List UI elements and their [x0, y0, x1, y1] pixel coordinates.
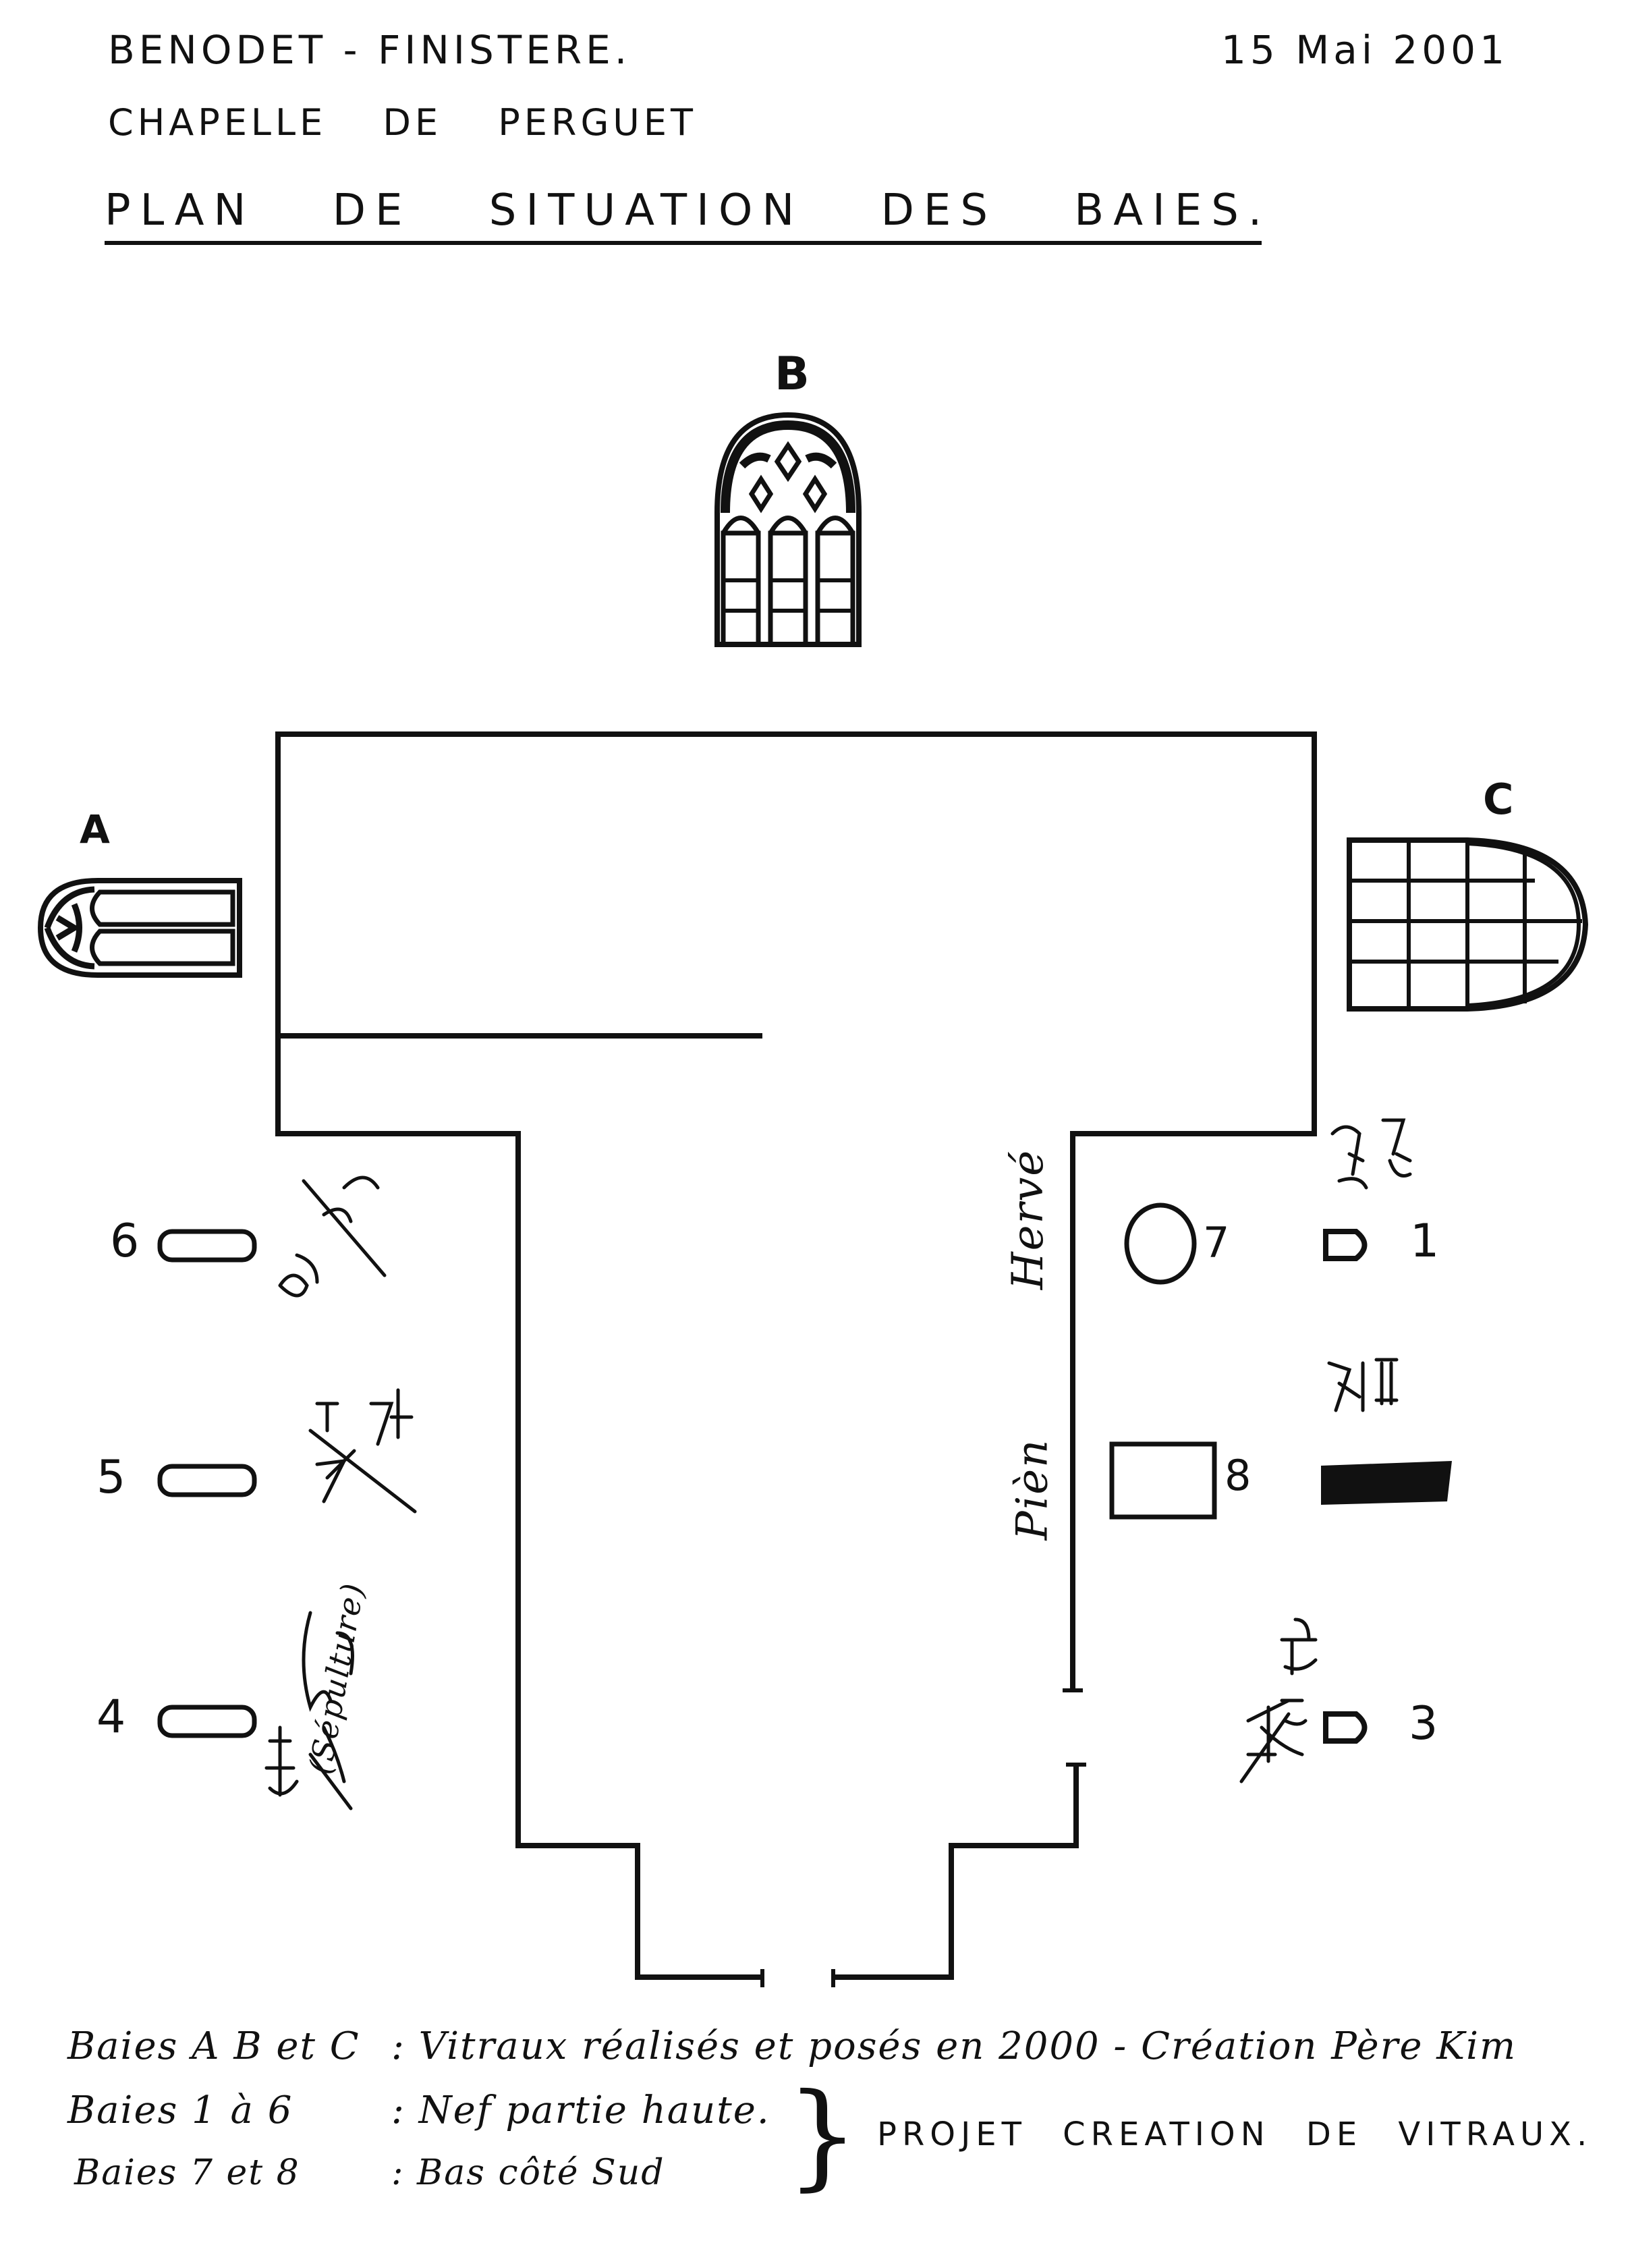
brace-icon: } [786, 2069, 860, 2203]
bay-7-icon [1124, 1202, 1197, 1285]
plan-outline-right-lower [833, 1765, 1079, 1980]
label-bay-4: 4 [96, 1690, 126, 1744]
bay-8-icon [1109, 1441, 1217, 1520]
plan-outline-left-lower [275, 1036, 762, 1980]
annotation-pien: Pièn [1007, 1438, 1058, 1541]
window-b-icon [714, 412, 862, 647]
bay-5-icon [157, 1464, 257, 1497]
label-bay-c: C [1483, 775, 1514, 824]
note-project: PROJET CREATION DE VITRAUX. [877, 2115, 1593, 2153]
window-a-icon [37, 878, 242, 978]
note-line2-label: Baies 1 à 6 [67, 2089, 293, 2132]
annotation-herve: Hervé [1003, 1149, 1054, 1290]
label-bay-a: A [80, 806, 110, 852]
note-line1-label: Baies A B et C [67, 2024, 360, 2068]
note-line3-label: Baies 7 et 8 [74, 2153, 300, 2193]
label-bay-1: 1 [1410, 1215, 1440, 1268]
bay-6-icon [157, 1229, 257, 1263]
note-line1-text: : Vitraux réalisés et posés en 2000 - Cr… [391, 2024, 1517, 2068]
label-bay-8: 8 [1225, 1451, 1252, 1500]
bay-2-icon [1321, 1461, 1452, 1505]
bay-4-icon [157, 1705, 257, 1738]
note-line3-text: : Bas côté Sud [391, 2153, 665, 2193]
header-chapel: CHAPELLE DE PERGUET [108, 101, 697, 144]
label-bay-b: B [775, 348, 810, 401]
page-title: PLAN DE SITUATION DES BAIES. [105, 186, 1272, 236]
bay-1-icon [1323, 1229, 1368, 1261]
handwritten-marks [264, 1118, 1412, 1810]
label-bay-3: 3 [1409, 1697, 1438, 1750]
label-bay-7: 7 [1203, 1218, 1230, 1267]
label-bay-5: 5 [96, 1451, 126, 1504]
bay-3-icon [1323, 1711, 1368, 1744]
note-line2-text: : Nef partie haute. [391, 2089, 770, 2132]
label-bay-6: 6 [110, 1215, 140, 1268]
header-date: 15 Mai 2001 [1221, 27, 1509, 73]
window-c-icon [1347, 837, 1589, 1012]
header-location: BENODET - FINISTERE. [108, 27, 631, 73]
